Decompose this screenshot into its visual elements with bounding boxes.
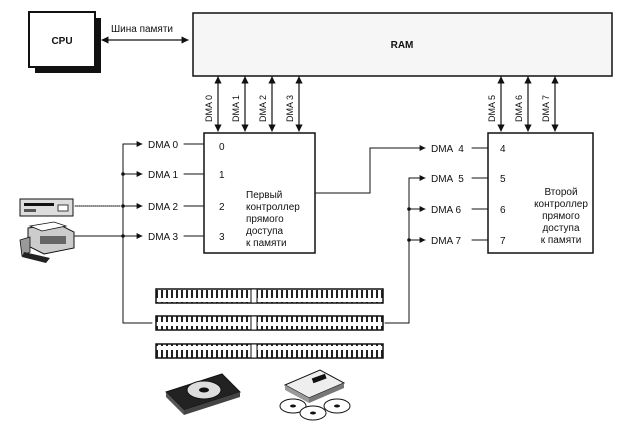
junction-dot: [121, 172, 125, 176]
controller1-caption-line3: прямого: [246, 214, 284, 225]
controller1-box: [203, 132, 316, 254]
controller2-caption-line4: доступа: [542, 223, 580, 234]
ram-channel-dma6-label: DMA 6: [514, 95, 524, 122]
ram-channel-dma7-label: DMA 7: [541, 95, 551, 122]
controller2-port-5: 5: [500, 174, 506, 185]
controller2-port-4: 4: [500, 144, 506, 155]
controller1-caption-line4: доступа: [246, 226, 284, 237]
controller2-inputs: DMA 4 DMA 5 DMA 6 DMA 7: [384, 144, 489, 324]
controller2-caption-line1: Второй: [544, 187, 577, 198]
cpu-block: CPU: [28, 11, 101, 73]
junction-dot: [121, 204, 125, 208]
controller1-port-2: 2: [219, 202, 225, 213]
disk-drive-icon: [19, 198, 74, 217]
controller2-caption-line3: прямого: [542, 211, 580, 222]
cpu-label: CPU: [51, 36, 72, 47]
ram-controller1-channels: DMA 0 DMA 1 DMA 2 DMA 3: [204, 76, 303, 132]
controller2-input-dma7-label: DMA 7: [431, 236, 461, 247]
memory-bus-label: Шина памяти: [111, 24, 173, 35]
junction-dot: [121, 234, 125, 238]
controller1-port-0: 0: [219, 142, 225, 153]
junction-dot: [407, 207, 411, 211]
controller2-input-dma4-label: DMA 4: [431, 144, 464, 155]
ram-channel-dma1-label: DMA 1: [231, 95, 241, 122]
controller2-caption-line2: контроллер: [534, 199, 588, 210]
controller1-port-1: 1: [219, 170, 225, 181]
controller1-input-dma0-label: DMA 0: [148, 140, 178, 151]
controller1-caption-line2: контроллер: [246, 202, 300, 213]
controller1-input-dma2-label: DMA 2: [148, 202, 178, 213]
printer-icon: [19, 221, 75, 263]
junction-dot: [407, 238, 411, 242]
expansion-slot-icon: [155, 343, 384, 359]
cpu-box: [28, 11, 96, 68]
controller1-input-dma1-label: DMA 1: [148, 170, 178, 181]
compact-disc-icon: [279, 398, 351, 421]
dma-controller-1: 0 1 2 3 Первый контроллер прямого доступ…: [203, 132, 316, 254]
ram-channel-dma5-label: DMA 5: [487, 95, 497, 122]
dma-controller-2: 4 5 6 7 Второй контроллер прямого доступ…: [487, 132, 594, 254]
controller1-input-dma3-label: DMA 3: [148, 232, 178, 243]
controller2-input-dma6-label: DMA 6: [431, 205, 461, 216]
controller2-box: [487, 132, 594, 254]
ram-channel-dma2-label: DMA 2: [258, 95, 268, 122]
hard-drive-icon: [165, 373, 241, 415]
controller2-port-6: 6: [500, 205, 506, 216]
controller1-port-3: 3: [219, 232, 225, 243]
optical-drive-icon: [283, 369, 346, 403]
controller2-caption-line5: к памяти: [541, 235, 582, 246]
ram-channel-dma3-label: DMA 3: [285, 95, 295, 122]
controller1-caption-line1: Первый: [246, 190, 282, 201]
controller2-input-dma5-label: DMA 5: [431, 174, 464, 185]
expansion-slot-icon: [155, 288, 384, 304]
ram-box: [192, 12, 613, 77]
ram-channel-dma0-label: DMA 0: [204, 95, 214, 122]
controller1-caption-line5: к памяти: [246, 238, 287, 249]
expansion-slot-icon: [155, 315, 384, 331]
controller2-port-7: 7: [500, 236, 506, 247]
ram-block: RAM: [192, 12, 613, 77]
ram-controller2-channels: DMA 5 DMA 6 DMA 7: [487, 76, 559, 132]
expansion-slots: [155, 288, 384, 359]
cascade-link-arrow: [315, 145, 426, 194]
controller1-inputs: DMA 0 DMA 1 DMA 2 DMA 3: [121, 140, 204, 324]
ram-label: RAM: [391, 40, 414, 51]
